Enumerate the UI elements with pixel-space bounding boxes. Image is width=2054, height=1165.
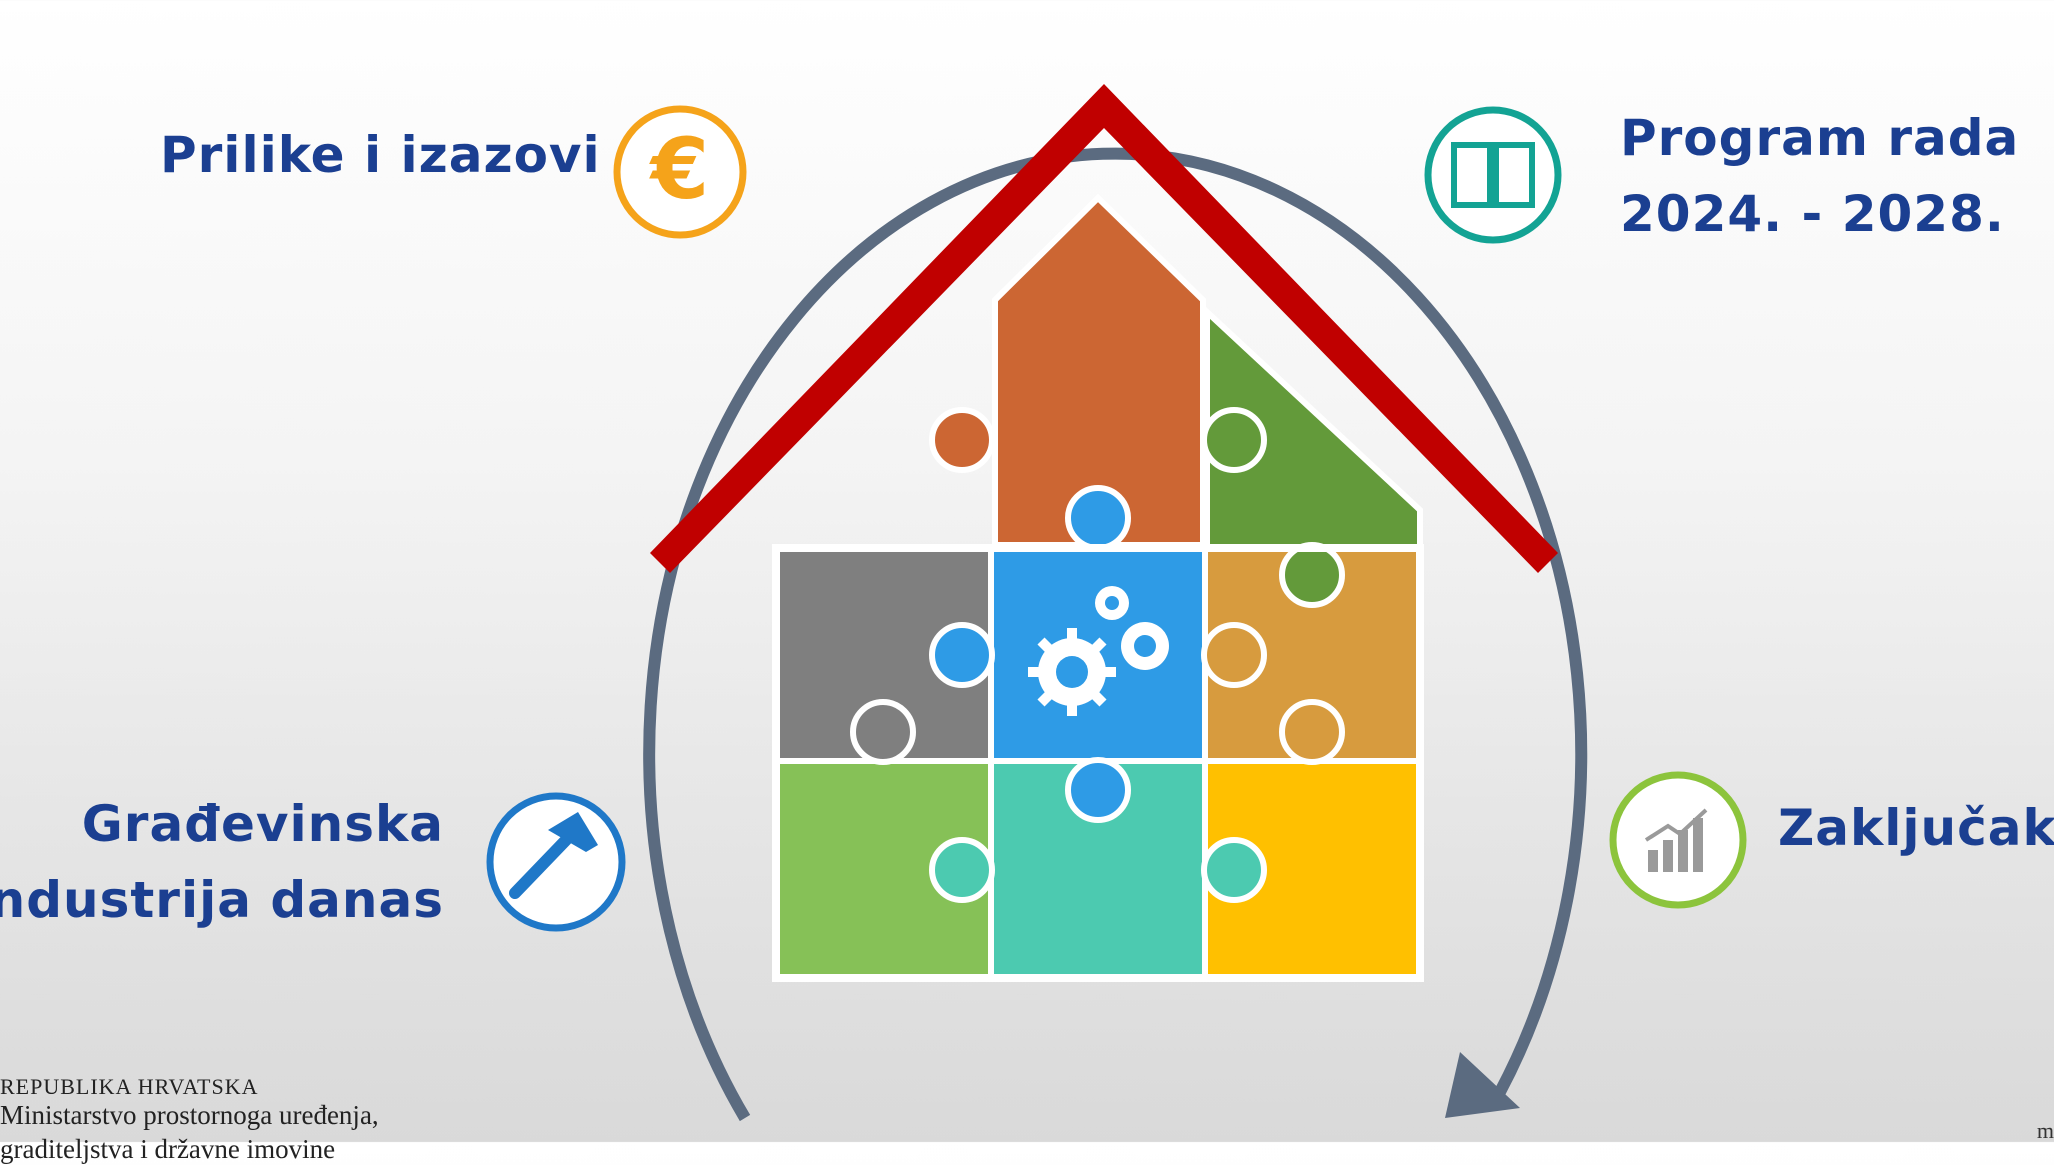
topic-program-label[interactable]: Program rada 2024. - 2028. — [1620, 100, 2019, 252]
gears-icon — [1028, 586, 1169, 716]
cycle-arrow-icon — [643, 147, 1588, 1122]
topic-prilike-label[interactable]: Prilike i izazovi — [160, 117, 601, 193]
topic-program-line2: 2024. - 2028. — [1620, 185, 2005, 243]
topic-gradevinska-line1: Građevinska — [81, 795, 444, 853]
growth-chart-icon[interactable] — [1609, 771, 1747, 909]
topic-prilike-text: Prilike i izazovi — [160, 126, 601, 184]
book-icon[interactable] — [1424, 106, 1562, 244]
topic-gradevinska-label[interactable]: Građevinska industrija danas — [0, 786, 444, 938]
hammer-icon[interactable] — [486, 792, 626, 932]
footer-corner-text: m — [2036, 1118, 2054, 1143]
footer-ministry-line2: graditeljstva i državne imovine — [0, 1134, 336, 1164]
topic-program-line1: Program rada — [1620, 109, 2020, 167]
euro-icon[interactable]: € — [613, 105, 747, 239]
topic-zakljucak-label[interactable]: Zaključak — [1778, 790, 2054, 866]
svg-text:€: € — [649, 120, 709, 218]
topic-gradevinska-line2: industrija danas — [0, 871, 444, 929]
footer-ministry: Ministarstvo prostornoga uređenja, — [0, 1100, 379, 1130]
footer-republic: REPUBLIKA HRVATSKA — [0, 1074, 259, 1099]
house-puzzle-icon — [772, 193, 1424, 982]
topic-zakljucak-text: Zaključak — [1778, 799, 2054, 857]
